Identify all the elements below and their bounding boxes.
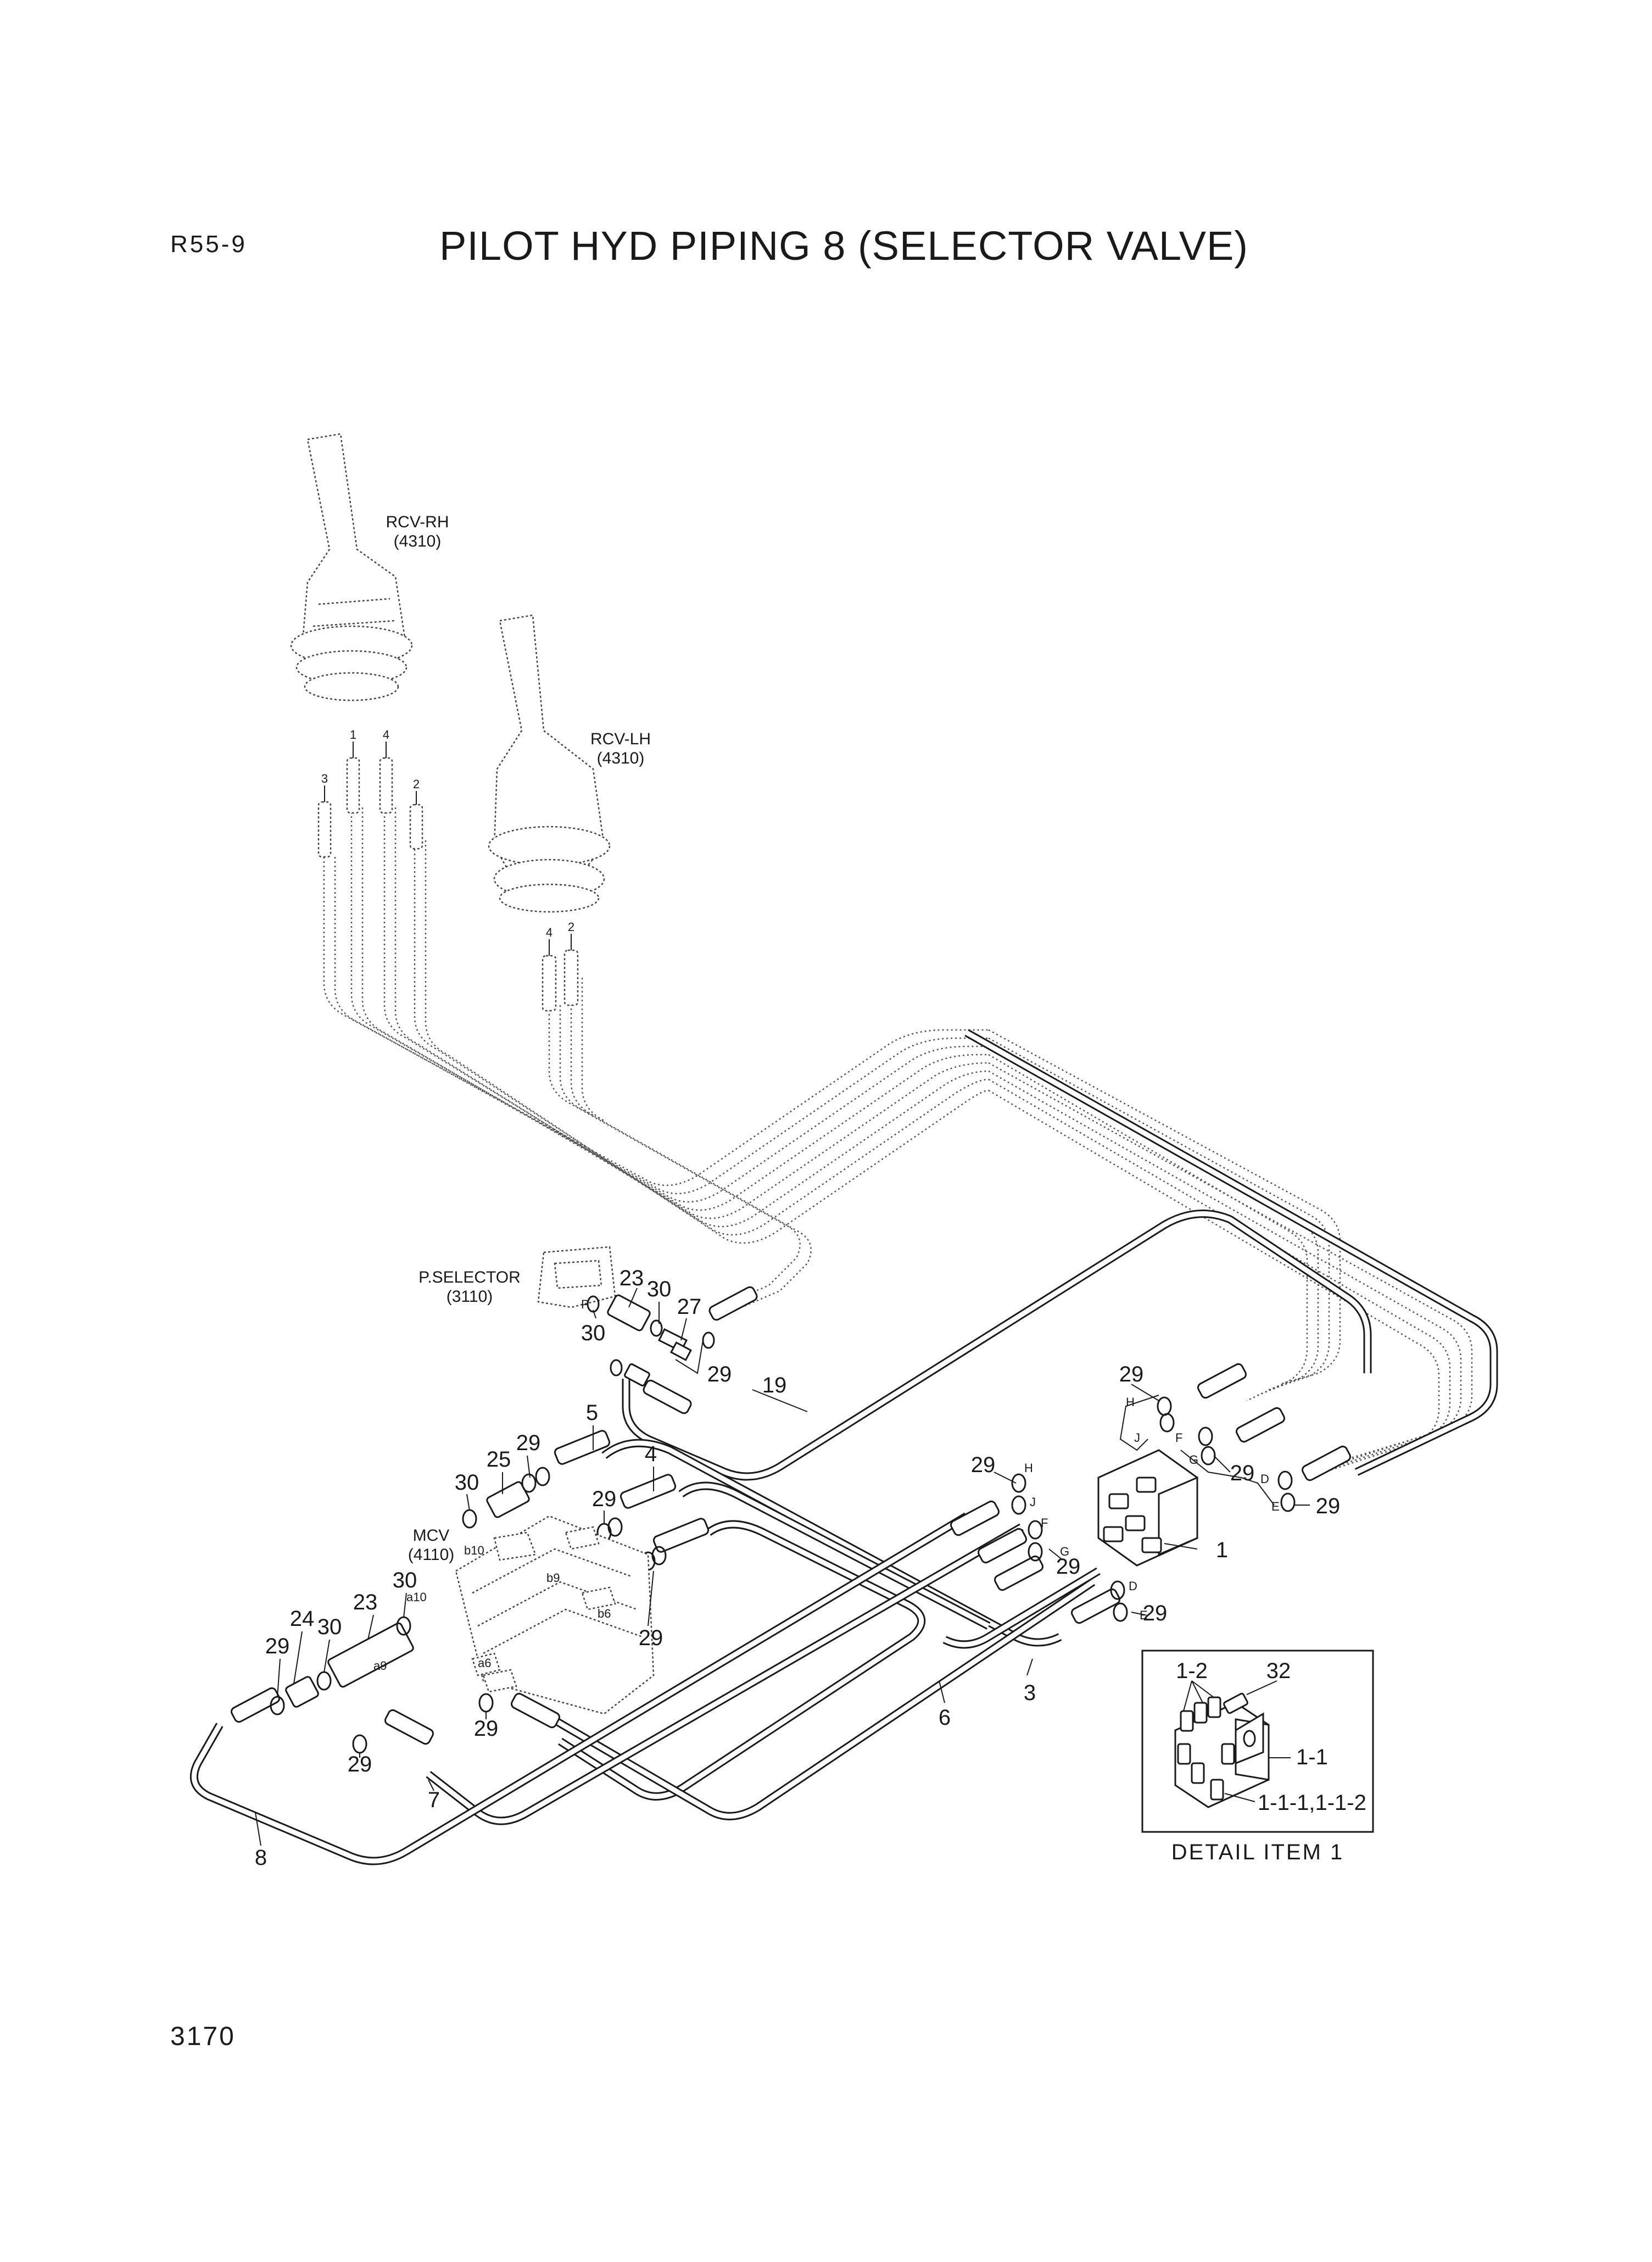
rcv-lh-joystick <box>488 614 611 913</box>
callout-24: 24 <box>290 1607 315 1631</box>
callout-3: 3 <box>1024 1681 1036 1705</box>
detail-label-1-1: 1-1 <box>1296 1745 1328 1769</box>
port-g-upper: G <box>1189 1453 1198 1467</box>
port-d-lower: D <box>1129 1579 1137 1593</box>
p-selector-name: P.SELECTOR <box>418 1268 521 1286</box>
mcv-fittings <box>270 1467 667 1754</box>
callout-29-mcv-e: 29 <box>348 1752 372 1776</box>
callout-30-mcv-a: 30 <box>455 1470 479 1495</box>
port-a9: a9 <box>373 1659 387 1673</box>
port-p: P <box>581 1297 589 1311</box>
port-rh-3: 3 <box>321 772 328 785</box>
rcv-lh-ref: (4310) <box>597 749 645 767</box>
port-e-lower: E <box>1140 1608 1148 1622</box>
port-a6: a6 <box>478 1656 491 1670</box>
steel-pipes <box>189 1029 1498 1865</box>
callout-29-block-left-b: 29 <box>1056 1555 1081 1579</box>
callout-4: 4 <box>645 1442 657 1466</box>
pilot-hose-bundle <box>323 807 1473 1479</box>
callout-29-block-left-a: 29 <box>971 1453 996 1477</box>
callout-30-mcv-b: 30 <box>393 1568 417 1592</box>
page-title: PILOT HYD PIPING 8 (SELECTOR VALVE) <box>439 223 1248 269</box>
callout-29-mcv-c: 29 <box>639 1626 663 1650</box>
port-j-upper: J <box>1134 1431 1140 1445</box>
model-code: R55-9 <box>170 231 247 258</box>
callout-30-mcv-c: 30 <box>317 1615 342 1639</box>
port-f-upper: F <box>1175 1431 1182 1445</box>
port-b9: b9 <box>546 1571 560 1585</box>
leader-lines <box>255 1288 1310 1846</box>
callout-1: 1 <box>1216 1538 1228 1562</box>
rcv-lh-name: RCV-LH <box>590 730 651 748</box>
callout-29-block-top: 29 <box>1119 1362 1144 1386</box>
detail-label-1-1-1: 1-1-1,1-1-2 <box>1258 1791 1366 1815</box>
callout-29-mcv-b: 29 <box>592 1487 617 1511</box>
port-lh-4: 4 <box>546 926 552 939</box>
port-g-lower: G <box>1060 1545 1069 1558</box>
callout-19: 19 <box>762 1373 787 1397</box>
port-rh-1: 1 <box>350 728 356 742</box>
detail-label-32: 32 <box>1266 1659 1291 1683</box>
port-lh-2: 2 <box>568 920 574 934</box>
callout-29-selector: 29 <box>707 1362 732 1386</box>
item-callouts: 23 30 27 30 29 19 5 29 25 30 4 29 29 30 … <box>255 1266 1340 1870</box>
rcv-rh-ref: (4310) <box>394 532 442 550</box>
callout-30-selector-bottom: 30 <box>581 1321 606 1345</box>
port-b10: b10 <box>464 1544 484 1557</box>
port-labels: 3 1 4 2 4 2 P b10 b9 b6 a10 a9 a6 H J F … <box>321 728 1280 1673</box>
port-d-upper: D <box>1260 1472 1269 1486</box>
callout-5: 5 <box>586 1401 598 1425</box>
port-e-upper: E <box>1271 1500 1280 1513</box>
p-selector-ref: (3110) <box>447 1288 493 1306</box>
port-b6: b6 <box>598 1607 611 1620</box>
page-number: 3170 <box>170 2022 236 2051</box>
rcv-rh-port-fittings <box>317 742 423 858</box>
selector-valve-block <box>1011 1395 1296 1622</box>
component-labels: RCV-RH (4310) RCV-LH (4310) P.SELECTOR (… <box>386 513 651 1564</box>
port-h-upper: H <box>1126 1395 1135 1409</box>
callout-7: 7 <box>428 1788 440 1812</box>
callout-23-mcv: 23 <box>353 1590 378 1614</box>
callout-25: 25 <box>487 1447 511 1472</box>
callout-6: 6 <box>939 1706 951 1730</box>
callout-27: 27 <box>677 1295 702 1319</box>
rcv-rh-name: RCV-RH <box>386 513 449 531</box>
callout-29-mcv-d: 29 <box>265 1634 290 1658</box>
callout-30-selector-top: 30 <box>647 1277 672 1301</box>
callout-29-mcv-f: 29 <box>474 1717 499 1741</box>
port-rh-4: 4 <box>383 728 389 742</box>
callout-29-block-bottom: 29 <box>1143 1601 1168 1625</box>
callout-29-block-right-a: 29 <box>1230 1461 1255 1485</box>
port-f-lower: F <box>1041 1516 1048 1530</box>
detail-label-1-2: 1-2 <box>1176 1659 1208 1683</box>
p-selector-valve <box>537 1246 616 1308</box>
callout-23-selector: 23 <box>620 1266 644 1290</box>
mcv-block <box>455 1515 655 1715</box>
detail-caption: DETAIL ITEM 1 <box>1171 1840 1344 1864</box>
mcv-name: MCV <box>413 1526 450 1545</box>
selector-fittings <box>587 1294 715 1386</box>
rcv-lh-port-fittings <box>542 934 579 1012</box>
port-rh-2: 2 <box>413 777 420 791</box>
rcv-rh-joystick <box>290 433 413 701</box>
callout-29-mcv-a: 29 <box>516 1431 541 1455</box>
port-j-lower: J <box>1030 1495 1036 1509</box>
callout-8: 8 <box>255 1846 267 1870</box>
port-a10: a10 <box>406 1590 427 1604</box>
callout-29-block-right-b: 29 <box>1316 1494 1341 1518</box>
mcv-ref: (4110) <box>408 1546 455 1564</box>
port-h-lower: H <box>1024 1461 1033 1475</box>
detail-item-1-inset: 1-2 32 1-1 1-1-1,1-1-2 DETAIL ITEM 1 <box>1141 1650 1374 1864</box>
